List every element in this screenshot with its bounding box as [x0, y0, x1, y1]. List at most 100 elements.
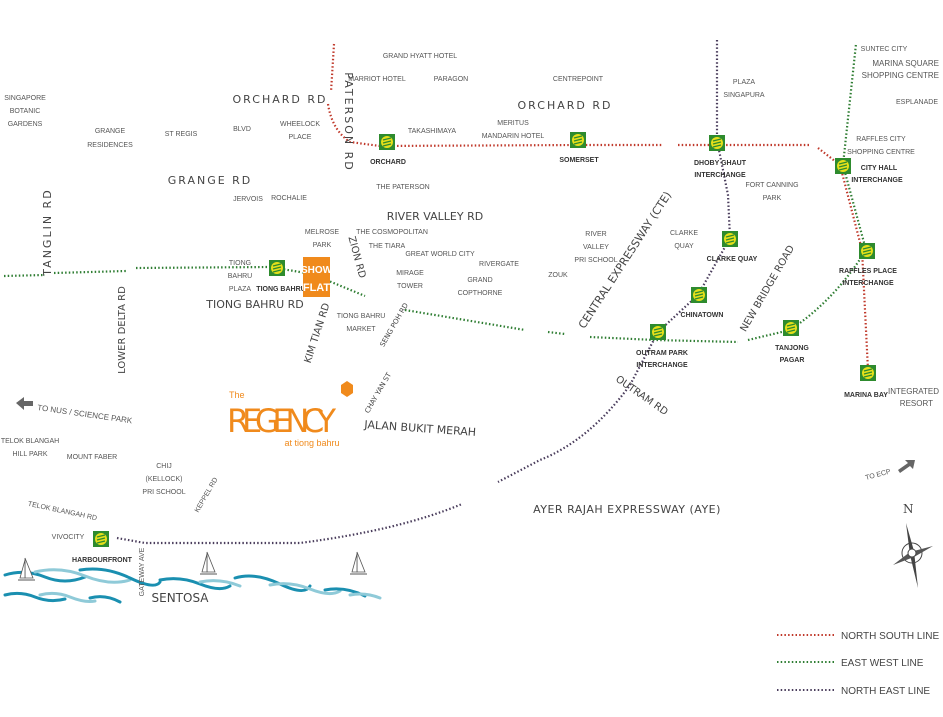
mrt-station-icon [569, 131, 587, 149]
svg-text:The: The [229, 390, 245, 400]
place-st-regis: ST REGIS [165, 131, 198, 138]
station-chinatown[interactable]: CHINATOWN [681, 286, 724, 319]
svg-text:TO ECP: TO ECP [865, 468, 892, 482]
place-tiong-bahru-market: MARKET [346, 326, 376, 333]
mrt-station-icon [708, 134, 726, 152]
place-wheelock: WHEELOCK [280, 121, 320, 128]
station-marina-bay[interactable]: MARINA BAY [844, 364, 888, 399]
legend-item-north-south: NORTH SOUTH LINE [777, 631, 939, 642]
svg-text:INTERCHANGE: INTERCHANGE [694, 172, 746, 179]
svg-text:OUTRAM PARK: OUTRAM PARK [636, 350, 688, 357]
place-clarke-quay: QUAY [674, 243, 694, 250]
place-mirage: TOWER [397, 283, 423, 290]
place-raffles-city: SHOPPING CENTRE [847, 149, 915, 156]
place-fort-canning: FORT CANNING [745, 182, 798, 189]
mrt-station-icon [649, 323, 667, 341]
station-clarke-quay[interactable]: CLARKE QUAY [707, 230, 758, 263]
place-meritus: MANDARIN HOTEL [482, 133, 545, 140]
station-somerset[interactable]: SOMERSET [559, 131, 599, 164]
place-centrepoint: CENTREPOINT [553, 76, 604, 83]
direction-to-ecp: TO ECP [865, 460, 915, 482]
road-label-gateway-ave: GATEWAY AVE [139, 547, 146, 596]
road-label-lower-delta-rd: LOWER DELTA RD [117, 286, 128, 374]
show-flat-marker[interactable]: SHOW FLAT [301, 257, 333, 297]
place-zouk: ZOUK [548, 272, 568, 279]
road-label-seng-poh-rd: SENG POH RD [378, 302, 410, 349]
place-grange-residences: GRANGE [95, 128, 126, 135]
legend-item-east-west: EAST WEST LINE [777, 658, 924, 669]
place-botanic: BOTANIC [10, 108, 41, 115]
svg-text:NORTH EAST LINE: NORTH EAST LINE [841, 686, 930, 697]
svg-text:HARBOURFRONT: HARBOURFRONT [72, 557, 133, 564]
place-takashimaya: TAKASHIMAYA [408, 128, 457, 135]
place-plaza-singapura: PLAZA [733, 79, 756, 86]
place-paragon: PARAGON [434, 76, 469, 83]
place-integrated-resort: RESORT [900, 399, 933, 408]
svg-text:NORTH SOUTH LINE: NORTH SOUTH LINE [841, 631, 939, 642]
place-melrose: PARK [313, 242, 332, 249]
place-tiara: THE TIARA [369, 243, 406, 250]
station-harbourfront[interactable]: HARBOURFRONT [72, 530, 133, 564]
place-grange-residences: RESIDENCES [87, 142, 133, 149]
svg-text:N: N [903, 502, 914, 516]
station-orchard[interactable]: ORCHARD [370, 133, 406, 166]
mrt-station-icon [92, 530, 110, 548]
svg-text:ORCHARD: ORCHARD [370, 159, 406, 166]
place-mount-faber: MOUNT FABER [67, 454, 117, 461]
place-marina-square: MARINA SQUARE [872, 59, 939, 68]
svg-text:EAST WEST LINE: EAST WEST LINE [841, 658, 924, 669]
place-marriot: MARRIOT HOTEL [348, 76, 406, 83]
mrt-station-icon [782, 319, 800, 337]
direction-to-nus: TO NUS / SCIENCE PARK [16, 397, 133, 425]
legend-item-north-east: NORTH EAST LINE [777, 686, 930, 697]
station-raffles-place[interactable]: RAFFLES PLACE INTERCHANGE [839, 242, 897, 287]
place-river-valley-school: RIVER [585, 231, 606, 238]
svg-text:TIONG BAHRU: TIONG BAHRU [256, 286, 305, 293]
mrt-station-icon [834, 157, 852, 175]
place-jervois: JERVOIS [233, 196, 263, 203]
station-outram-park[interactable]: OUTRAM PARK INTERCHANGE [636, 323, 688, 369]
arrow-right-icon [898, 460, 915, 473]
mrt-station-icon [859, 364, 877, 382]
place-cosmopolitan: THE COSMOPOLITAN [356, 229, 428, 236]
place-rivergate: RIVERGATE [479, 261, 519, 268]
svg-text:PAGAR: PAGAR [780, 357, 805, 364]
arrow-left-icon [16, 397, 33, 410]
road-label-grange-rd: GRANGE RD [168, 174, 253, 187]
place-blvd: BLVD [233, 126, 251, 133]
road-label-orchard-rd: ORCHARD RD [233, 93, 328, 106]
svg-text:CLARKE QUAY: CLARKE QUAY [707, 256, 758, 263]
sailboat-icon [349, 551, 368, 575]
place-fort-canning: PARK [763, 195, 782, 202]
east-west-line [3, 43, 868, 344]
road-label-tiong-bahru-rd: TIONG BAHRU RD [205, 298, 304, 311]
place-sentosa: SENTOSA [152, 591, 210, 605]
legend: NORTH SOUTH LINE EAST WEST LINE NORTH EA… [777, 631, 939, 697]
road-label-river-valley-rd: RIVER VALLEY RD [387, 210, 483, 223]
place-esplanade: ESPLANADE [896, 99, 938, 106]
svg-text:at tiong bahru: at tiong bahru [284, 438, 339, 448]
north-south-line [326, 43, 870, 371]
mrt-station-icon [268, 259, 286, 277]
place-mirage: MIRAGE [396, 270, 424, 277]
svg-text:INTERCHANGE: INTERCHANGE [851, 177, 903, 184]
station-city-hall[interactable]: CITY HALL INTERCHANGE [834, 157, 903, 184]
place-botanic: SINGAPORE [4, 95, 46, 102]
place-rochalie: ROCHALIE [271, 195, 307, 202]
place-plaza-singapura: SINGAPURA [723, 92, 765, 99]
mrt-station-icon [721, 230, 739, 248]
svg-text:CHINATOWN: CHINATOWN [681, 312, 724, 319]
place-clarke-quay: CLARKE [670, 230, 698, 237]
station-tanjong-pagar[interactable]: TANJONG PAGAR [775, 319, 809, 364]
place-tiong-bahru-market: TIONG BAHRU [337, 313, 386, 320]
place-suntec: SUNTEC CITY [861, 46, 908, 53]
svg-text:DHOBY GHAUT: DHOBY GHAUT [694, 160, 747, 167]
station-tiong-bahru[interactable]: TIONG BAHRU [256, 259, 306, 293]
station-dhoby-ghaut[interactable]: DHOBY GHAUT INTERCHANGE [694, 134, 747, 179]
road-label-orchard-rd: ORCHARD RD [518, 99, 613, 112]
place-tiong-bahru-plaza: PLAZA [229, 286, 252, 293]
mrt-station-icon [858, 242, 876, 260]
place-telok-blangah-hill: HILL PARK [12, 451, 47, 458]
place-tiong-bahru-plaza: BAHRU [228, 273, 253, 280]
svg-text:INTERCHANGE: INTERCHANGE [636, 362, 688, 369]
